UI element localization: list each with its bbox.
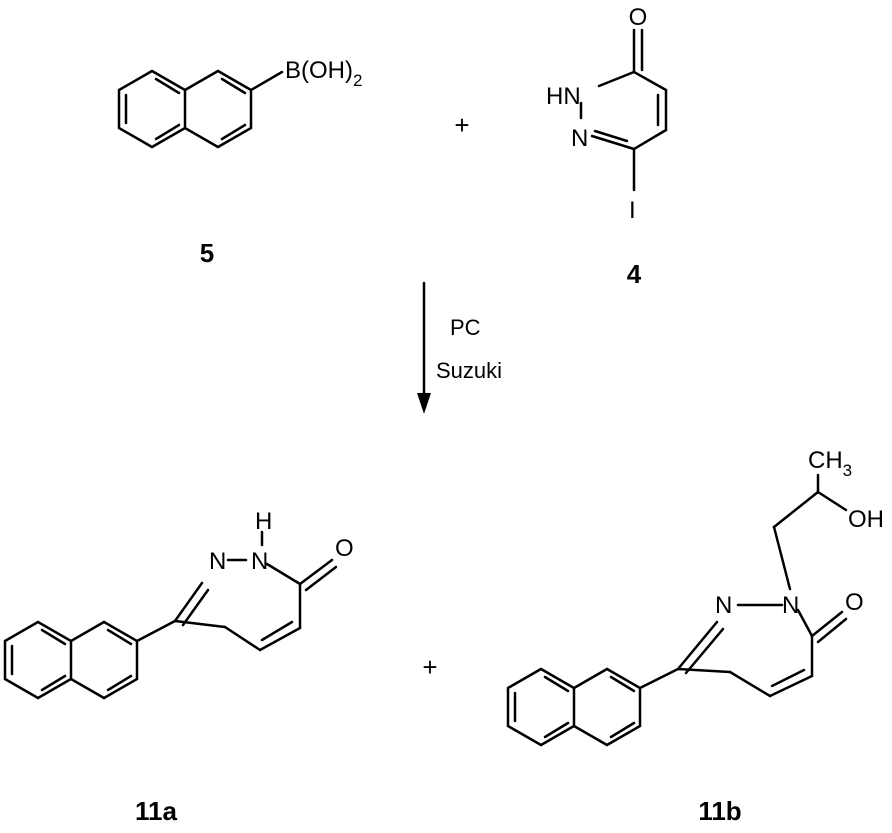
reaction-arrow: PC Suzuki: [417, 281, 502, 414]
bond-ch2-ch: [772, 490, 820, 529]
oxygen-atom: O: [629, 4, 648, 31]
bond-double: [260, 620, 294, 642]
ch3-group: CH3: [808, 447, 852, 480]
plus-sign-1: +: [454, 110, 469, 140]
compound-label-11a: 11a: [135, 796, 177, 826]
bond-double: [220, 123, 247, 141]
condition-suzuki: Suzuki: [436, 358, 502, 383]
bond-double: [106, 628, 133, 646]
bond: [728, 670, 772, 698]
bond-double-c-n: [181, 588, 210, 627]
bond-ring-left: [3, 620, 73, 700]
arrow-head: [417, 393, 431, 414]
bond-n-ch2: [772, 525, 792, 591]
bond-double: [40, 674, 67, 692]
bond-c-o-double: [816, 617, 848, 644]
bond-aryl-link: [135, 619, 177, 643]
bond-double: [154, 77, 181, 95]
bond-aryl-link: [638, 667, 680, 690]
bond: [632, 128, 668, 151]
oh-group: OH: [848, 506, 884, 533]
product-11a: O H N N 11a: [3, 508, 354, 826]
compound-label-5: 5: [200, 238, 214, 268]
bond-c-n: [676, 620, 719, 671]
bond: [223, 625, 262, 652]
n-top-atom: N: [782, 592, 799, 619]
bond-double: [154, 123, 181, 141]
bond-double: [543, 721, 570, 739]
bond-c-o-double: [304, 565, 338, 592]
bond-double: [543, 675, 570, 693]
bond-n-c: [796, 608, 814, 638]
bond-ring-left: [117, 69, 187, 149]
bond-double-c-n: [593, 129, 629, 143]
bond-n-c: [597, 70, 636, 88]
bond: [632, 70, 668, 92]
bond-double: [770, 668, 806, 688]
bond-c-o: [298, 558, 334, 586]
bond-double: [609, 721, 636, 739]
iodopyridazinone-4: O HN N I 4: [546, 4, 668, 289]
compound-label-4: 4: [627, 259, 642, 289]
n-ring-atom: N: [209, 548, 226, 575]
bond-c-b: [249, 70, 284, 92]
n-top-atom: N: [251, 548, 268, 575]
oxygen-atom: O: [335, 535, 354, 562]
product-11b: O N N CH3 OH 11b: [506, 447, 884, 826]
condition-pc: PC: [450, 315, 481, 340]
bond-ring-left: [506, 667, 576, 747]
bond-double: [609, 675, 636, 693]
bond-c-n: [590, 134, 636, 151]
bond-double: [106, 674, 133, 692]
bond: [173, 619, 227, 629]
bond-c-n: [173, 581, 204, 623]
bond-double: [40, 628, 67, 646]
h-atom: H: [255, 508, 272, 535]
boronic-acid-text: B(OH)2: [285, 57, 362, 90]
bond-ring-right: [183, 69, 253, 149]
bond-double-c-n: [684, 627, 725, 675]
bond-ring-right: [69, 620, 139, 700]
iodine-atom: I: [629, 197, 636, 224]
bond-n-c: [265, 562, 302, 586]
n-atom: N: [571, 125, 588, 152]
naphthalene-boronic-acid-5: B(OH)2 5: [117, 57, 362, 268]
plus-sign-2: +: [422, 652, 437, 682]
n-ring-atom: N: [715, 592, 732, 619]
bond: [258, 626, 302, 652]
bond-ring-right: [572, 667, 642, 747]
bond-double: [220, 77, 247, 95]
bond-c-o: [810, 610, 844, 638]
bond: [676, 667, 732, 674]
oxygen-atom: O: [845, 589, 864, 616]
bond: [768, 674, 814, 698]
nh-atom: HN: [546, 83, 581, 110]
bond-ch-oh: [816, 490, 848, 512]
compound-label-11b: 11b: [698, 796, 741, 826]
